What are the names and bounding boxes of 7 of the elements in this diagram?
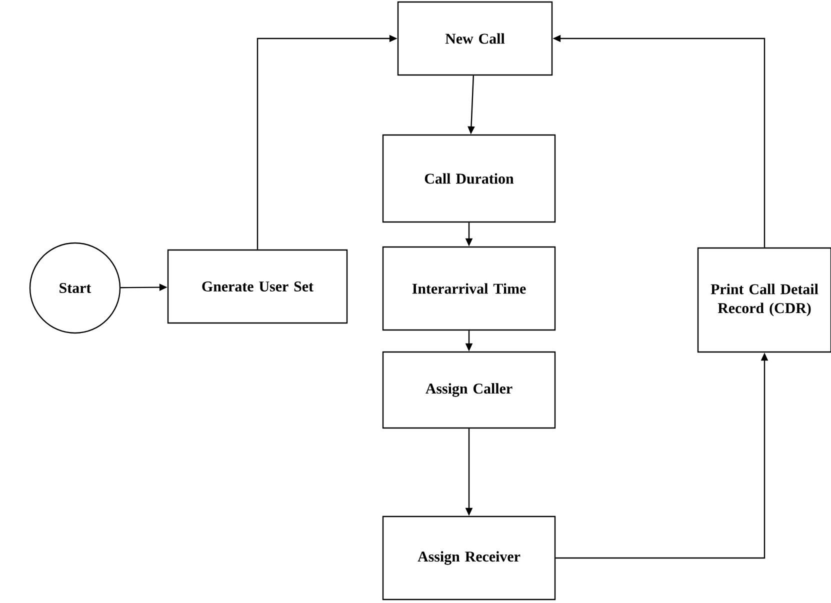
process-box: Gnerate User Set [167,249,348,324]
process-box: Assign Receiver [382,516,556,600]
process-box: Interarrival Time [382,246,556,331]
process-box: Print Call Detail Record (CDR) [697,247,831,353]
process-box: Call Duration [382,134,556,223]
process-box: Assign Caller [382,351,556,429]
process-box: New Call [397,1,553,76]
